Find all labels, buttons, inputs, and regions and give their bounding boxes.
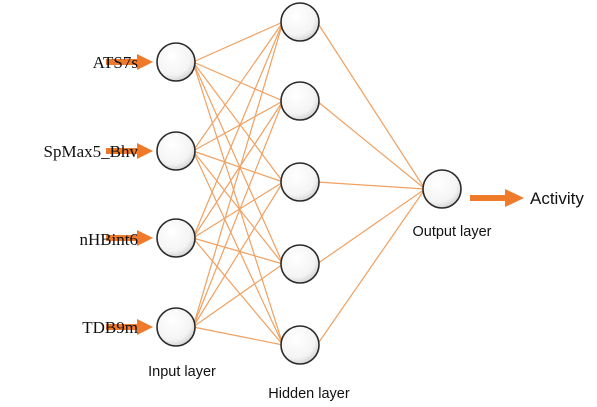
input-label-spmax5-bhv: SpMax5_Bhv — [44, 142, 139, 161]
hidden-layer-nodes — [280, 2, 320, 365]
connection-input-3-hidden-4 — [192, 237, 284, 265]
connection-input-3-hidden-1 — [192, 21, 284, 239]
hidden-node-2 — [280, 81, 320, 121]
connection-hidden-3-output — [316, 181, 426, 190]
connection-input-2-hidden-1 — [192, 21, 284, 152]
connection-hidden-4-output — [316, 188, 426, 265]
connection-input-1-hidden-3 — [192, 61, 284, 183]
connection-input-4-hidden-2 — [192, 100, 284, 328]
input-label-ats7s: ATS7s — [93, 53, 138, 72]
connection-input-4-hidden-1 — [192, 21, 284, 328]
connection-input-2-hidden-4 — [192, 150, 284, 265]
connection-hidden-5-output — [316, 188, 426, 346]
input-arrow-4 — [106, 319, 153, 335]
input-layer-label: Input layer — [148, 364, 216, 380]
output-layer-label: Output layer — [413, 224, 492, 240]
input-arrows — [106, 54, 153, 335]
input-layer-nodes — [156, 42, 196, 347]
output-layer-nodes — [422, 169, 462, 209]
input-node-4 — [156, 307, 196, 347]
connection-input-1-hidden-2 — [192, 61, 284, 102]
input-node-2 — [156, 131, 196, 171]
connection-hidden-1-output — [316, 21, 426, 190]
connection-input-1-hidden-5 — [192, 61, 284, 346]
connection-input-4-hidden-3 — [192, 181, 284, 328]
hidden-layer-label: Hidden layer — [268, 386, 350, 402]
connection-input-4-hidden-4 — [192, 263, 284, 328]
input-arrow-1 — [106, 54, 153, 70]
connection-input-2-hidden-2 — [192, 100, 284, 152]
hidden-node-5 — [280, 325, 320, 365]
input-node-1 — [156, 42, 196, 82]
hidden-node-4 — [280, 244, 320, 284]
output-activity-label: Activity — [530, 189, 584, 208]
connection-input-3-hidden-5 — [192, 237, 284, 346]
connection-hidden-2-output — [316, 100, 426, 190]
connection-input-1-hidden-4 — [192, 61, 284, 265]
input-label-nhbint6: nHBint6 — [79, 230, 138, 249]
output-node-1 — [422, 169, 462, 209]
input-label-tdb9m: TDB9m — [82, 318, 138, 337]
input-arrow-3 — [106, 230, 153, 246]
output-arrow — [470, 189, 524, 207]
input-arrow-2 — [106, 143, 153, 159]
connection-input-4-hidden-5 — [192, 326, 284, 346]
connection-input-1-hidden-1 — [192, 21, 284, 63]
hidden-node-1 — [280, 2, 320, 42]
connection-input-2-hidden-5 — [192, 150, 284, 346]
connection-input-3-hidden-2 — [192, 100, 284, 239]
connection-input-2-hidden-3 — [192, 150, 284, 183]
connection-input-3-hidden-3 — [192, 181, 284, 239]
input-node-3 — [156, 218, 196, 258]
hidden-node-3 — [280, 162, 320, 202]
connection-lines — [192, 21, 426, 346]
